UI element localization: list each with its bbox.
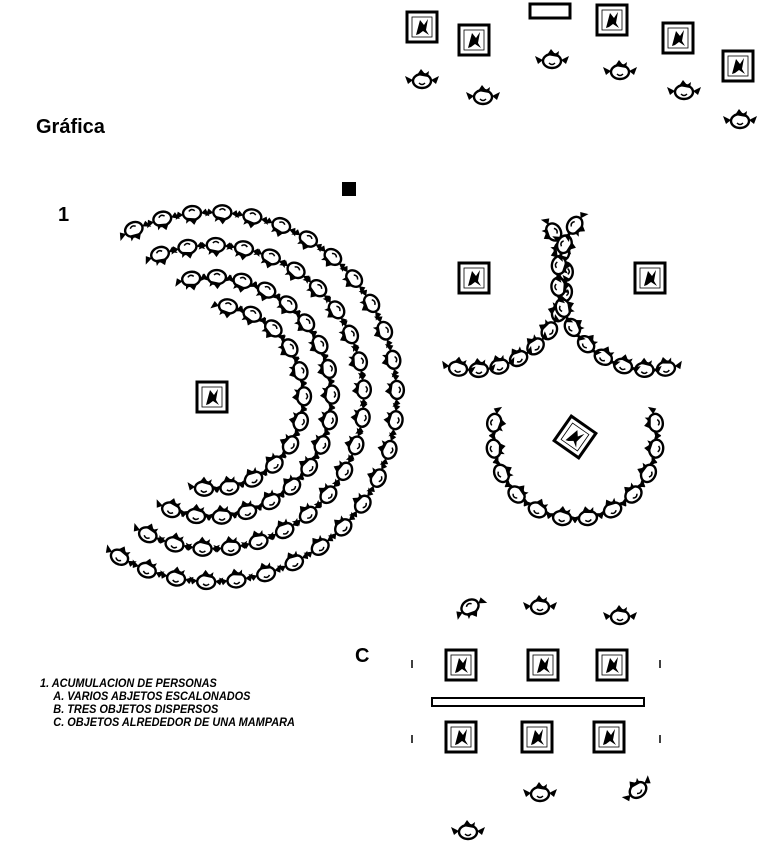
person-crowd-mid [142, 242, 180, 271]
person-crowd-outer [144, 208, 182, 235]
object-a [597, 5, 627, 35]
person-crowd-outer [367, 312, 397, 351]
person-b-bottom [569, 503, 606, 527]
legend-item-a: A. VARIOS ABJETOS ESCALONADOS [40, 691, 295, 704]
person-crowd-inner [153, 493, 191, 522]
object-a [663, 23, 693, 53]
person-a [466, 85, 500, 104]
person-c [451, 820, 485, 839]
legend-item-1: 1. ACUMULACION DE PERSONAS [40, 678, 295, 691]
person-crowd-mid [170, 237, 207, 261]
objects-layer [197, 4, 753, 752]
person-c [523, 595, 557, 614]
person-crowd-mid [225, 238, 262, 264]
person-crowd-inner [227, 495, 265, 523]
legend-item-b: B. TRES OBJETOS DISPERSOS [40, 704, 295, 717]
object-1 [197, 382, 227, 412]
person-crowd-outer [246, 557, 284, 585]
person-crowd-mid [317, 292, 352, 331]
person-crowd-innermost [284, 353, 312, 391]
person-b-bottom [641, 405, 666, 442]
object-a [459, 25, 489, 55]
person-crowd-outer [205, 204, 240, 225]
person-a [603, 60, 637, 79]
person-crowd-mid [156, 528, 194, 555]
person-crowd-outer [218, 566, 254, 589]
person-crowd-inner [304, 425, 335, 464]
group-c-marker: C [355, 645, 369, 668]
person-crowd-mid [326, 451, 359, 490]
person-crowd-outer [129, 553, 168, 583]
person-crowd-outer [373, 430, 401, 468]
person-crowd-mid [213, 534, 249, 557]
person-c [603, 605, 637, 624]
object-c [594, 722, 624, 752]
person-crowd-innermost [186, 475, 222, 497]
person-crowd-mid [129, 517, 168, 549]
person-b-bottom [484, 430, 508, 466]
person-crowd-outer [233, 206, 270, 232]
person-crowd-mid [344, 343, 370, 381]
person-c [452, 592, 491, 625]
figure-title: Gráfica [36, 116, 105, 139]
person-a [405, 69, 439, 88]
person-crowd-mid [333, 316, 364, 355]
person-crowd-inner [313, 351, 339, 389]
person-crowd-inner [173, 269, 210, 294]
legend-item-c: C. OBJETOS ALREDEDOR DE UNA MAMPARA [40, 717, 295, 730]
person-crowd-outer [189, 569, 224, 589]
object-a [407, 12, 437, 42]
person-crowd-mid [275, 255, 314, 290]
object-c [597, 650, 627, 680]
object-c [446, 650, 476, 680]
person-crowd-mid [251, 244, 290, 275]
person-crowd-mid [264, 512, 303, 545]
object-c [528, 650, 558, 680]
person-crowd-outer [382, 402, 405, 438]
group-b-marker [342, 182, 356, 196]
person-crowd-mid [339, 425, 368, 463]
person-a [723, 109, 757, 128]
object-a-partial [530, 4, 570, 18]
person-c [523, 782, 557, 801]
person-c [617, 770, 655, 806]
person-crowd-mid [348, 399, 371, 435]
group-1-marker: 1 [58, 204, 69, 227]
person-crowd-outer [261, 213, 300, 243]
object-b-left [459, 263, 489, 293]
object-b-bottom [554, 416, 596, 458]
person-crowd-innermost [210, 472, 247, 497]
person-a [667, 80, 701, 99]
person-a [535, 49, 569, 68]
legend: 1. ACUMULACION DE PERSONAS A. VARIOS ABJ… [40, 678, 295, 730]
person-crowd-outer [158, 563, 195, 588]
person-crowd-mid [239, 525, 277, 554]
object-c [446, 722, 476, 752]
person-crowd-inner [204, 503, 239, 525]
object-a [723, 51, 753, 81]
person-b-bottom [484, 405, 509, 442]
person-crowd-outer [174, 204, 210, 227]
person-crowd-outer [384, 373, 404, 408]
person-crowd-outer [378, 342, 403, 379]
object-c [522, 722, 552, 752]
object-b-right [635, 263, 665, 293]
